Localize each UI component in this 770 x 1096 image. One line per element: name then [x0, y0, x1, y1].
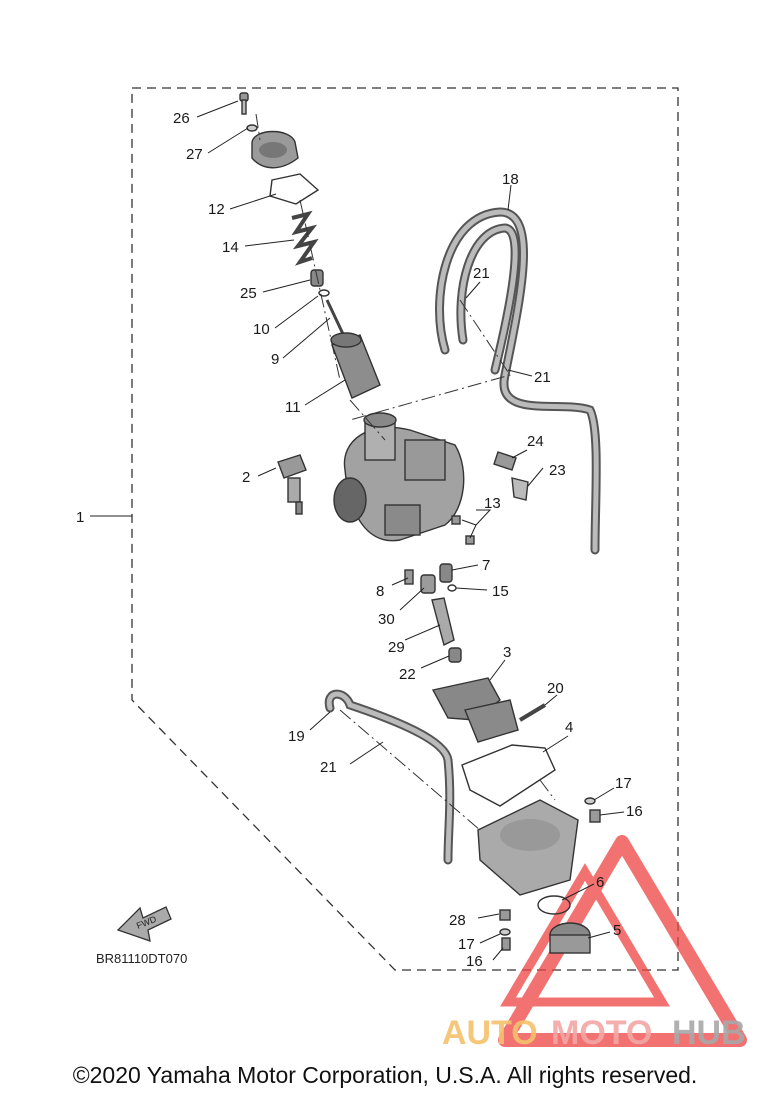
callout-17b: 17	[458, 936, 475, 953]
vent-hose-18	[435, 207, 601, 555]
callout-11: 11	[285, 399, 301, 416]
needle-jet-29	[431, 597, 455, 647]
callout-21b: 21	[534, 369, 551, 386]
screw-28	[499, 909, 511, 921]
callout-3: 3	[503, 644, 511, 661]
carburetor-body	[333, 412, 465, 542]
o-ring-6	[537, 895, 571, 915]
gasket-12	[269, 173, 320, 205]
pilot-jet-8	[404, 569, 414, 585]
jet-needle-9	[325, 299, 345, 335]
throttle-valve-11	[330, 332, 381, 399]
callout-30: 30	[378, 611, 395, 628]
callout-15: 15	[492, 583, 509, 600]
callout-12: 12	[208, 201, 225, 218]
screw-24	[493, 451, 517, 471]
assembly-boundary	[131, 87, 679, 971]
washer-17b	[499, 928, 511, 936]
float-pin-20	[518, 703, 547, 722]
callout-5: 5	[613, 922, 621, 939]
spring-14	[291, 210, 319, 266]
copyright-notice: ©2020 Yamaha Motor Corporation, U.S.A. A…	[72, 1062, 698, 1088]
callout-18: 18	[502, 171, 519, 188]
callout-27: 27	[186, 146, 203, 163]
callout-22: 22	[399, 666, 416, 683]
screw-23	[511, 477, 529, 501]
callout-16a: 16	[626, 803, 643, 820]
drain-plug-5	[549, 922, 591, 954]
watermark-hub: HUB	[672, 1014, 746, 1052]
callout-8: 8	[376, 583, 384, 600]
overflow-hose-19	[324, 689, 455, 865]
float-chamber	[477, 799, 579, 896]
callout-28: 28	[449, 912, 466, 929]
leader-lines	[90, 100, 625, 961]
callouts: 26 27 12 14 25 10 9 11 18 21 21 2 24 23 …	[76, 110, 643, 970]
watermark-text: AUTO MOTO HUB	[442, 1014, 746, 1052]
callout-19: 19	[288, 728, 305, 745]
callout-14: 14	[222, 239, 239, 256]
screw-17a	[584, 797, 596, 805]
clip-10	[318, 289, 330, 297]
callout-17a: 17	[615, 775, 632, 792]
callout-21c: 21	[320, 759, 337, 776]
callout-25: 25	[240, 285, 257, 302]
callout-1: 1	[76, 509, 84, 526]
watermark-moto: MOTO	[551, 1014, 652, 1052]
callout-6: 6	[596, 874, 604, 891]
fwd-arrow-icon: FWD	[116, 906, 172, 942]
callout-23: 23	[549, 462, 566, 479]
watermark-auto: AUTO	[442, 1014, 538, 1052]
screw-16a	[589, 809, 601, 823]
callout-9: 9	[271, 351, 279, 368]
callout-24: 24	[527, 433, 544, 450]
float-chamber-gasket-4	[461, 744, 556, 807]
screw-16b	[501, 937, 511, 951]
mixing-chamber-top-cap	[251, 130, 299, 169]
callout-16b: 16	[466, 953, 483, 970]
needle-jet-holder-30	[420, 574, 436, 594]
throttle-stop-screw-2	[277, 454, 307, 515]
callout-21a: 21	[473, 265, 490, 282]
callout-26: 26	[173, 110, 190, 127]
assembly-lines	[255, 113, 556, 831]
callout-29: 29	[388, 639, 405, 656]
callout-10: 10	[253, 321, 270, 338]
screw-13	[451, 515, 475, 545]
callout-13: 13	[484, 495, 501, 512]
plug-7	[439, 563, 453, 583]
washer-27	[246, 124, 258, 132]
callout-2: 2	[242, 469, 250, 486]
main-jet-22	[448, 647, 462, 663]
callout-4: 4	[565, 719, 573, 736]
cap-bolt-26	[239, 92, 249, 115]
drawing-code: BR81110DT070	[96, 951, 187, 966]
callout-7: 7	[482, 557, 490, 574]
o-ring-15	[447, 584, 457, 592]
float-3	[431, 677, 519, 743]
callout-20: 20	[547, 680, 564, 697]
